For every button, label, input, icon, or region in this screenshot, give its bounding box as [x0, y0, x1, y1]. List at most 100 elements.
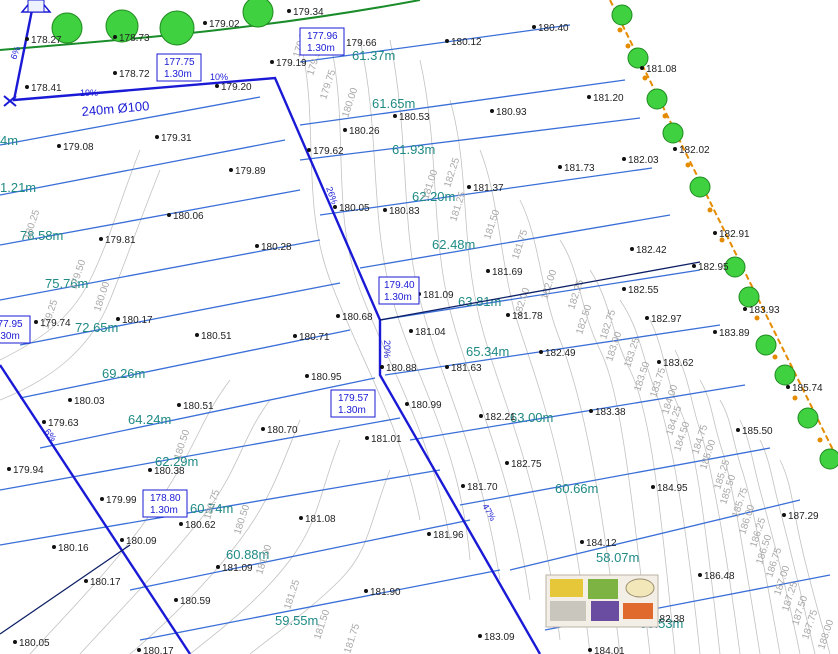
elevation-point: 179.19 — [270, 58, 307, 69]
elevation-value: 184.01 — [594, 646, 625, 654]
lateral-label: 75.76m — [45, 276, 88, 291]
elevation-point: 181.37 — [467, 183, 504, 194]
svg-text:177.95: 177.95 — [0, 319, 23, 330]
elevation-value: 180.70 — [267, 425, 298, 436]
elevation-value: 181.04 — [415, 327, 446, 338]
lateral-label: 78.58m — [20, 228, 63, 243]
sub-main-line — [0, 544, 131, 635]
elevation-value: 181.96 — [433, 530, 464, 541]
elevation-point: 181.63 — [445, 363, 482, 374]
elevation-value: 181.37 — [473, 183, 504, 194]
contour-label: 180.00 — [340, 86, 360, 119]
elevation-value: 181.90 — [370, 587, 401, 598]
elevation-value: 181.69 — [492, 267, 523, 278]
elevation-value: 180.17 — [90, 577, 121, 588]
boundary-posts — [617, 27, 823, 443]
elevation-point: 181.08 — [640, 64, 677, 75]
contour-label: 181.75 — [342, 622, 362, 654]
contour-label: 182.25 — [442, 156, 462, 189]
elevation-point: 185.50 — [736, 426, 773, 437]
elevation-value: 179.34 — [293, 7, 324, 18]
elevation-point: 182.91 — [713, 229, 750, 240]
elevation-value: 182.21 — [485, 412, 516, 423]
lateral-label: 1.21m — [0, 180, 36, 195]
elevation-point: 180.62 — [179, 520, 216, 531]
elevation-point: 181.78 — [506, 311, 543, 322]
elevation-value: 180.83 — [389, 206, 420, 217]
elevation-value: 179.08 — [63, 142, 94, 153]
elevation-point: 182.75 — [505, 459, 542, 470]
elevation-point: 179.02 — [203, 19, 240, 30]
tree-icon — [774, 364, 796, 386]
elevation-point: 180.88 — [380, 363, 417, 374]
slope-label: 20% — [382, 340, 392, 358]
elevation-value: 179.66 — [346, 38, 377, 49]
elevation-value: 180.17 — [122, 315, 153, 326]
elevation-value: 179.63 — [48, 418, 79, 429]
tree-row — [51, 0, 838, 470]
elevation-point: 181.73 — [558, 163, 595, 174]
elevation-value: 179.99 — [106, 495, 137, 506]
tree-icon — [611, 4, 633, 26]
elevation-point: 181.01 — [365, 434, 402, 445]
elevation-point: 181.90 — [364, 587, 401, 598]
elevation-value: 182.75 — [511, 459, 542, 470]
elevation-point: 179.81 — [99, 235, 136, 246]
elevation-value: 180.12 — [451, 37, 482, 48]
elevation-point: 182.42 — [630, 245, 667, 256]
valve-box: 179.57 1.30m — [330, 389, 376, 418]
lateral-label: 69.26m — [102, 366, 145, 381]
elevation-value: 182.03 — [628, 155, 659, 166]
contour-label: 180.50 — [232, 503, 252, 536]
elevation-point: 183.93 — [743, 305, 780, 316]
elevation-value: 183.09 — [484, 632, 515, 643]
svg-text:1.30m: 1.30m — [150, 505, 178, 516]
elevation-value: 181.20 — [593, 93, 624, 104]
valve-box: 177.75 1.30m — [156, 53, 202, 82]
elevation-value: 179.19 — [276, 58, 307, 69]
elevation-value: 184.95 — [657, 483, 688, 494]
elevation-point: 183.89 — [713, 328, 750, 339]
elevation-point: 184.01 — [588, 646, 625, 654]
elevation-point: 179.94 — [7, 465, 44, 476]
elevation-point: 185.74 — [786, 383, 823, 394]
elevation-point: 180.28 — [255, 242, 292, 253]
elevation-point: 179.74 — [34, 318, 71, 329]
elevation-point: 180.09 — [120, 536, 157, 547]
tree-icon — [159, 10, 195, 46]
main-pipe-label: 240m Ø100 — [81, 98, 150, 119]
elevation-point: 180.53 — [393, 112, 430, 123]
elevation-value: 180.51 — [183, 401, 214, 412]
elevation-value: 180.53 — [399, 112, 430, 123]
elevation-point: 180.26 — [343, 126, 380, 137]
elevation-point: 180.17 — [116, 315, 153, 326]
elevation-value: 180.51 — [201, 331, 232, 342]
elevation-value: 180.68 — [342, 312, 373, 323]
tree-icon — [797, 407, 819, 429]
elevation-point: 181.96 — [427, 530, 464, 541]
elevation-point: 179.08 — [57, 142, 94, 153]
elevation-value: 180.09 — [126, 536, 157, 547]
elevation-value: 181.01 — [371, 434, 402, 445]
elevation-point: 180.99 — [405, 400, 442, 411]
slope-label: 6% — [8, 45, 22, 61]
elevation-point: 180.05 — [13, 638, 50, 649]
elevation-value: 181.63 — [451, 363, 482, 374]
elevation-point: 184.12 — [580, 538, 617, 549]
elevation-value: 180.95 — [311, 372, 342, 383]
elevation-value: 178.27 — [31, 35, 62, 46]
elevation-value: 180.93 — [496, 107, 527, 118]
elevation-value: 182.38 — [654, 614, 685, 625]
elevation-point: 178.41 — [25, 83, 62, 94]
lateral-label: 61.37m — [352, 48, 395, 63]
valve-box: 177.95 1.30m — [0, 315, 31, 344]
lateral-label: 62.29m — [155, 454, 198, 469]
tree-icon — [689, 176, 711, 198]
contour-label: 179.75 — [318, 68, 338, 101]
lateral-label: 61.65m — [372, 96, 415, 111]
elevation-point: 182.21 — [479, 412, 516, 423]
slope-label: 6% — [42, 427, 58, 443]
elevation-point: 181.04 — [409, 327, 446, 338]
elevation-value: 184.12 — [586, 538, 617, 549]
